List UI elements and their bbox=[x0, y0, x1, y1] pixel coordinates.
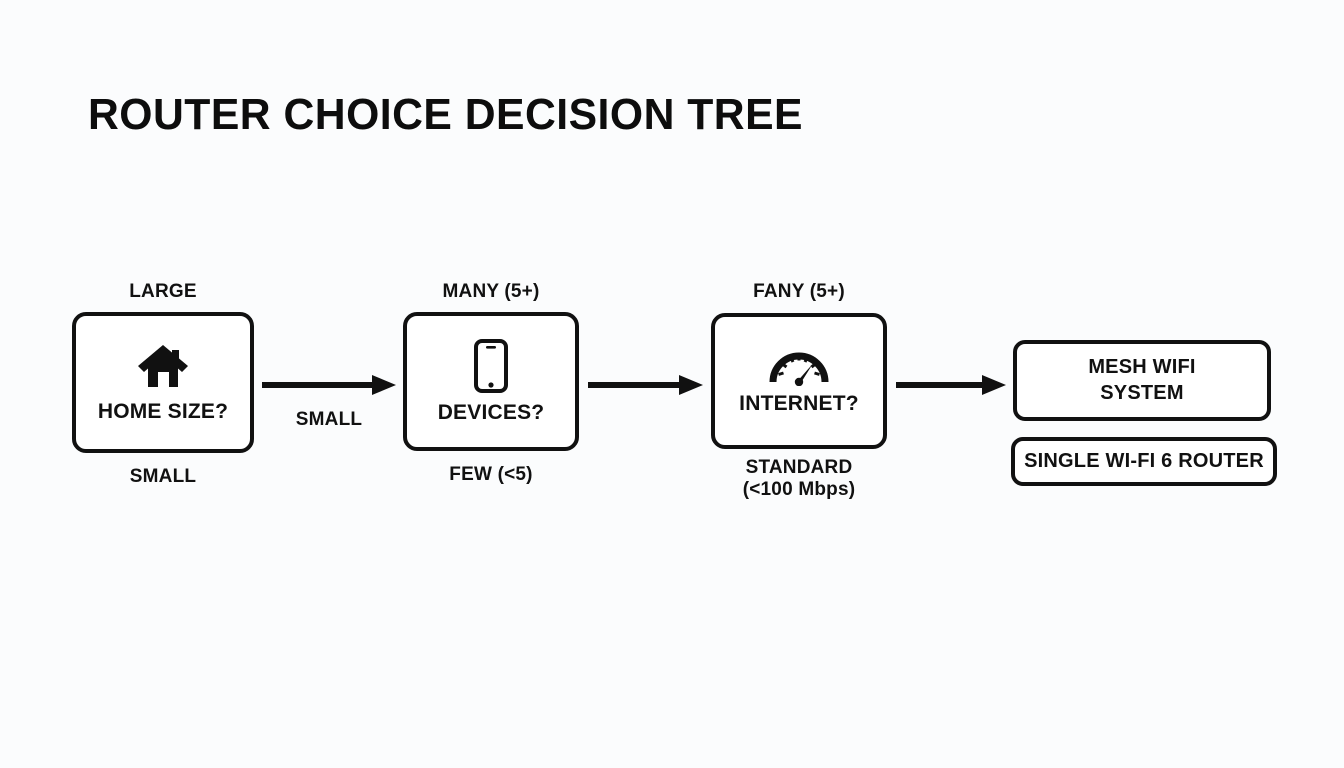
arrow-home-to-devices-label: SMALL bbox=[295, 409, 363, 430]
branch-label-devices-many: MANY (5+) bbox=[442, 281, 540, 302]
arrow-home-to-devices bbox=[262, 374, 396, 396]
arrow-internet-to-outcome bbox=[896, 374, 1006, 396]
outcome-single-wifi-6-router[interactable]: SINGLE WI-FI 6 ROUTER bbox=[1011, 437, 1277, 486]
decision-node-home-size[interactable]: HOME SIZE? bbox=[72, 312, 254, 453]
outcome-single-wifi-6-router-label: SINGLE WI-FI 6 ROUTER bbox=[1024, 449, 1264, 472]
house-icon bbox=[135, 342, 191, 390]
arrow-devices-to-internet bbox=[588, 374, 703, 396]
speedometer-icon bbox=[768, 346, 830, 387]
decision-node-home-size-label: HOME SIZE? bbox=[97, 399, 229, 423]
decision-node-internet[interactable]: INTERNET? bbox=[711, 313, 887, 449]
decision-node-internet-label: INTERNET? bbox=[739, 392, 859, 415]
outcome-mesh-wifi-system[interactable]: MESH WIFI SYSTEM bbox=[1013, 340, 1271, 421]
branch-label-home-small: SMALL bbox=[129, 466, 197, 487]
page-title: ROUTER CHOICE DECISION TREE bbox=[88, 90, 804, 139]
outcome-mesh-wifi-system-label: MESH WIFI SYSTEM bbox=[1088, 355, 1196, 404]
smartphone-icon bbox=[474, 338, 508, 393]
branch-label-devices-few: FEW (<5) bbox=[449, 464, 533, 485]
branch-label-internet-many: FANY (5+) bbox=[753, 281, 845, 302]
branch-label-home-large: LARGE bbox=[129, 281, 197, 302]
decision-node-devices[interactable]: DEVICES? bbox=[403, 312, 579, 451]
decision-node-devices-label: DEVICES? bbox=[437, 400, 545, 424]
branch-label-internet-standard: STANDARD (<100 Mbps) bbox=[742, 457, 856, 500]
